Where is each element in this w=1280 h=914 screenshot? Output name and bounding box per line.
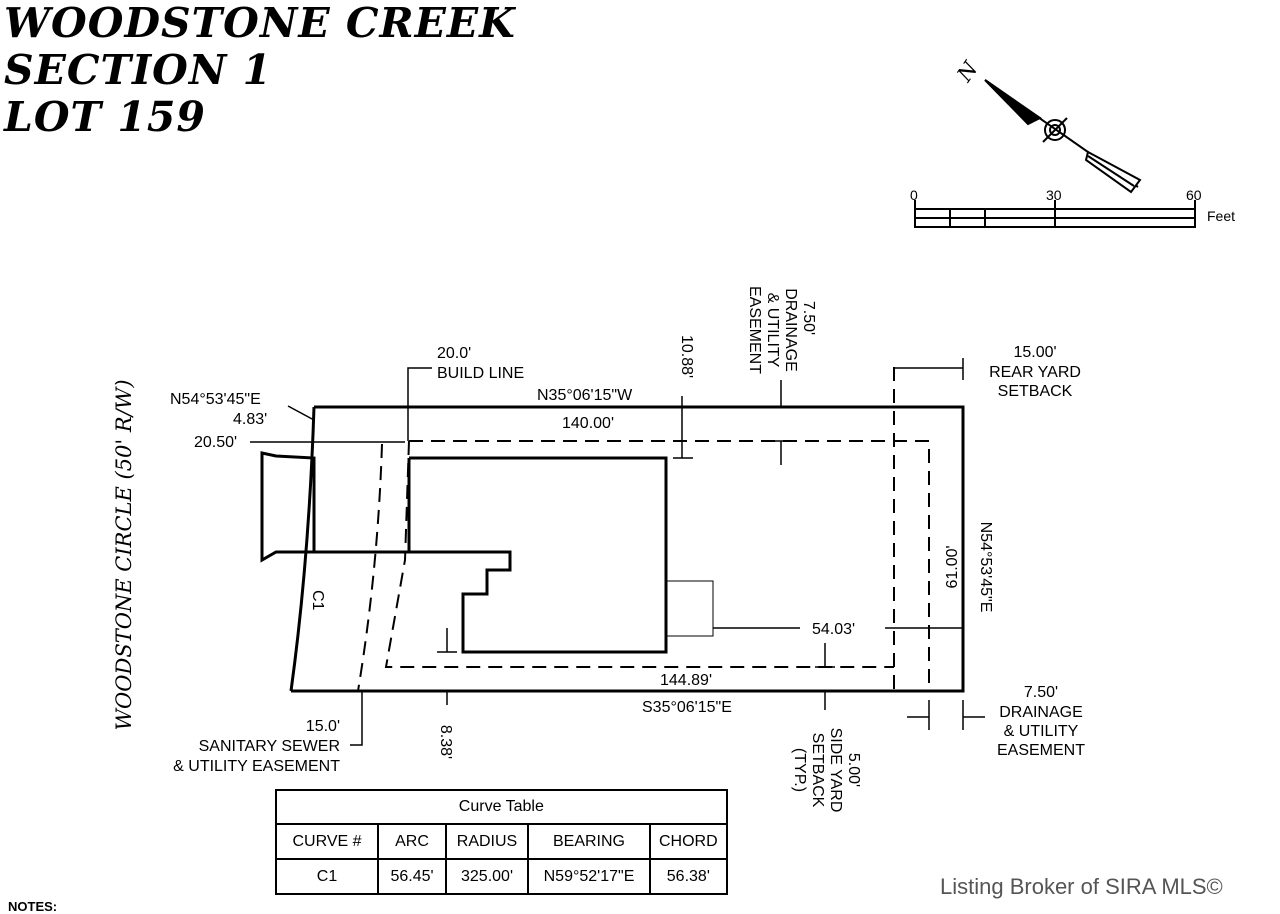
rear-setback-distance: 15.00': [1013, 344, 1056, 361]
title-line-3: LOT 159: [4, 93, 206, 141]
south-inner-distance: 144.89': [660, 672, 712, 689]
drainage-top-line-3: EASEMENT: [746, 286, 763, 374]
north-arrow-icon: [984, 79, 1142, 194]
header-chord: CHORD: [649, 823, 728, 860]
curve-label: C1: [309, 590, 326, 611]
table-row: C1 56.45' 325.00' N59°52'17"E 56.38': [275, 858, 728, 895]
build-line-distance: 20.0': [437, 345, 471, 362]
south-bearing: S35°06'15"E: [642, 699, 732, 716]
plat-title: WOODSTONE CREEK SECTION 1 LOT 159: [4, 0, 516, 141]
drainage-top-label: 7.50' DRAINAGE & UTILITY EASEMENT: [746, 286, 817, 374]
sewer-line-2: & UTILITY EASEMENT: [173, 758, 340, 775]
north-bearing: N35°06'15"W: [537, 387, 633, 404]
cell-radius: 325.00': [445, 858, 529, 895]
drainage-bottom-line-3: EASEMENT: [997, 742, 1085, 759]
sewer-distance: 15.0': [306, 718, 340, 735]
east-distance: 61.00': [944, 545, 961, 588]
road-label: WOODSTONE CIRCLE (50' R/W): [112, 379, 136, 730]
header-radius: RADIUS: [445, 823, 529, 860]
scale-tick-30: 30: [1046, 187, 1062, 203]
scale-bar: [914, 200, 1196, 228]
title-line-2: SECTION 1: [4, 46, 273, 94]
header-arc: ARC: [377, 823, 447, 860]
curve-table-caption: Curve Table: [275, 789, 728, 823]
watermark: Listing Broker of SIRA MLS©: [940, 874, 1223, 899]
side-setback-line-1: SIDE YARD: [827, 728, 844, 813]
sewer-line-1: SANITARY SEWER: [199, 738, 340, 755]
drainage-top-line-2: & UTILITY: [764, 293, 781, 368]
lot-boundary: [289, 405, 965, 693]
scale-tick-60: 60: [1186, 187, 1202, 203]
east-bearing: N54°53'45"E: [977, 522, 994, 613]
header-curve: CURVE #: [275, 823, 379, 860]
build-line-label: BUILD LINE: [437, 365, 524, 382]
header-bearing: BEARING: [527, 823, 651, 860]
title-line-1: WOODSTONE CREEK: [4, 0, 516, 47]
side-setback-distance: 5.00': [845, 753, 862, 787]
side-setback-label: 5.00' SIDE YARD SETBACK (TYP.): [791, 728, 862, 813]
scale-tick-0: 0: [910, 187, 918, 203]
cell-curve: C1: [275, 858, 379, 895]
drainage-bottom-line-1: DRAINAGE: [999, 704, 1083, 721]
notes-heading: NOTES:: [8, 899, 58, 914]
front-distance: 4.83': [233, 411, 267, 428]
drainage-bottom-line-2: & UTILITY: [1004, 723, 1079, 740]
scale-unit: Feet: [1207, 208, 1235, 224]
front-bearing: N54°53'45"E: [170, 391, 261, 408]
side-setback-line-3: (TYP.): [791, 748, 808, 792]
curve-table: Curve Table CURVE # ARC RADIUS BEARING C…: [275, 789, 728, 895]
house-footprint: [260, 451, 714, 654]
curve-table-header: CURVE # ARC RADIUS BEARING CHORD: [275, 823, 728, 860]
house-to-rear-distance: 54.03': [812, 621, 855, 638]
north-gap: 10.88': [678, 335, 695, 378]
cell-arc: 56.45': [377, 858, 447, 895]
side-setback-line-2: SETBACK: [809, 733, 826, 808]
drainage-bottom-distance: 7.50': [1024, 684, 1058, 701]
cell-bearing: N59°52'17"E: [527, 858, 651, 895]
south-gap: 8.38': [437, 725, 454, 759]
north-label: N: [952, 57, 983, 87]
setback-lines: [357, 367, 930, 692]
drainage-top-distance: 7.50': [800, 301, 817, 335]
cell-chord: 56.38': [649, 858, 728, 895]
rear-setback-line-1: REAR YARD: [989, 364, 1081, 381]
dimension-leaders: [250, 358, 985, 746]
north-distance: 140.00': [562, 415, 614, 432]
front-setback: 20.50': [194, 434, 237, 451]
rear-setback-line-2: SETBACK: [998, 383, 1073, 400]
drainage-top-line-1: DRAINAGE: [782, 288, 799, 372]
